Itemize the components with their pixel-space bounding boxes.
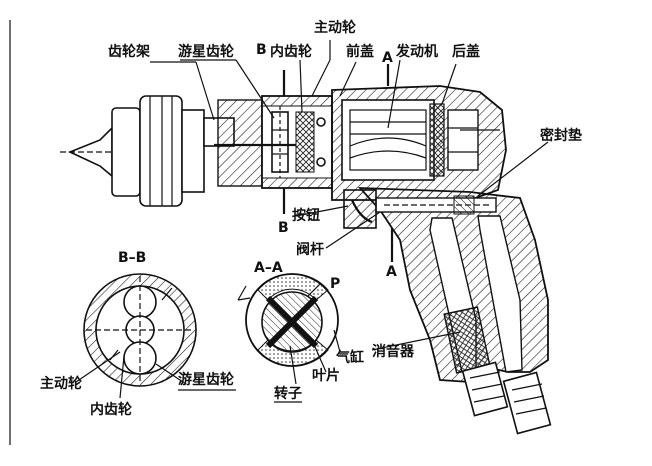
label-rear-cover: 后盖 [452, 43, 480, 60]
label-internal-gear: 内齿轮 [270, 43, 312, 60]
label-bb-drive-gear: 主动轮 [40, 375, 82, 392]
label-front-cover: 前盖 [346, 43, 374, 60]
label-button: 按钮 [292, 207, 320, 224]
label-bb-title: B–B [118, 250, 146, 266]
label-blade: 叶片 [312, 367, 340, 384]
handle [343, 187, 552, 435]
label-rotor: 转子 [274, 385, 302, 402]
label-bb-planet-gear: 游星齿轮 [178, 371, 234, 388]
label-section-a-bottom: A [386, 264, 397, 280]
leader-lines [75, 40, 549, 399]
section-aa-view [237, 273, 339, 367]
label-cylinder: 气缸 [335, 349, 364, 366]
label-gear-carrier: 齿轮架 [108, 43, 150, 60]
label-valve-stem: 阀杆 [296, 241, 324, 258]
label-drive-gear: 主动轮 [314, 19, 356, 36]
label-section-b-bottom: B [278, 220, 289, 236]
label-muffler: 消音器 [372, 343, 415, 360]
chuck [60, 95, 205, 207]
label-section-b-top: B [256, 42, 267, 58]
label-seal-gasket: 密封垫 [539, 127, 582, 144]
motor-housing [331, 85, 507, 201]
label-motor: 发动机 [395, 43, 438, 60]
label-p: P [330, 276, 340, 292]
label-aa-title: A–A [254, 260, 283, 276]
label-planet-gear: 游星齿轮 [178, 43, 234, 60]
label-section-a-top: A [382, 50, 393, 66]
section-bb-view [83, 273, 197, 387]
gear-housing [203, 95, 333, 189]
label-bb-internal-gear: 内齿轮 [90, 401, 132, 418]
